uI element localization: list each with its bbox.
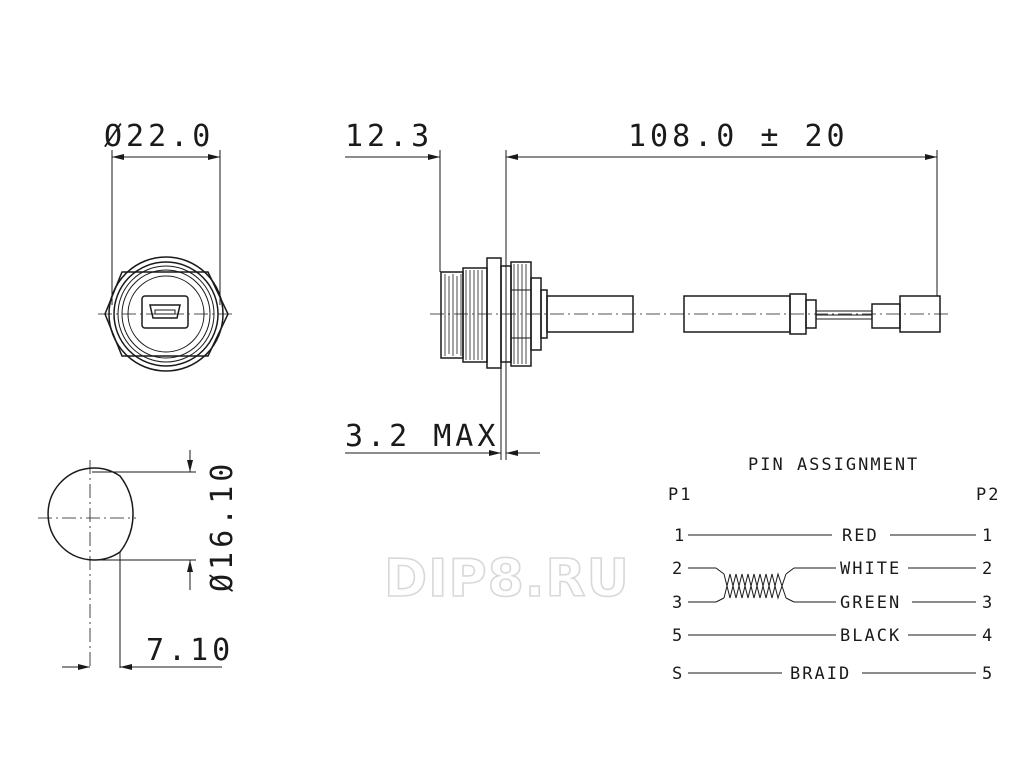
side-diameter-label: Ø16.10 [205, 460, 240, 592]
side-width-label: 7.10 [146, 633, 234, 668]
p2-header: P2 [976, 485, 1000, 505]
cable-length-label: 108.0 ± 20 [628, 119, 849, 154]
flange-max-label: 3.2 MAX [345, 419, 499, 454]
p1-pin: 2 [672, 559, 684, 579]
pin-assignment-title: PIN ASSIGNMENT [748, 455, 919, 475]
p2-pin: 5 [982, 664, 994, 684]
front-view: Ø22.0 [98, 119, 236, 372]
p2-pin: 3 [982, 593, 994, 613]
wire-color: WHITE [840, 559, 901, 579]
p1-pin: 5 [672, 626, 684, 646]
p1-header: P1 [668, 485, 692, 505]
p2-pin: 4 [982, 626, 994, 646]
p2-pin: 1 [982, 526, 994, 546]
wire-color: BRAID [790, 664, 851, 684]
front-diameter-label: Ø22.0 [104, 119, 214, 154]
p2-pin: 2 [982, 559, 994, 579]
p1-pin: 3 [672, 593, 684, 613]
side-view: 12.3 108.0 ± 20 [345, 119, 952, 460]
wire-color: BLACK [840, 626, 901, 646]
watermark: DIP8.RU [384, 549, 630, 609]
wire-color: GREEN [840, 593, 901, 613]
end-view: Ø16.10 7.10 [38, 450, 240, 670]
length-offset-label: 12.3 [345, 119, 433, 154]
p1-pin: S [672, 664, 684, 684]
p1-pin: 1 [674, 526, 686, 546]
wire-color: RED [842, 526, 879, 546]
pin-assignment-table: PIN ASSIGNMENT P1 P2 1 RED 1 2 WHITE 2 3… [668, 455, 1000, 684]
